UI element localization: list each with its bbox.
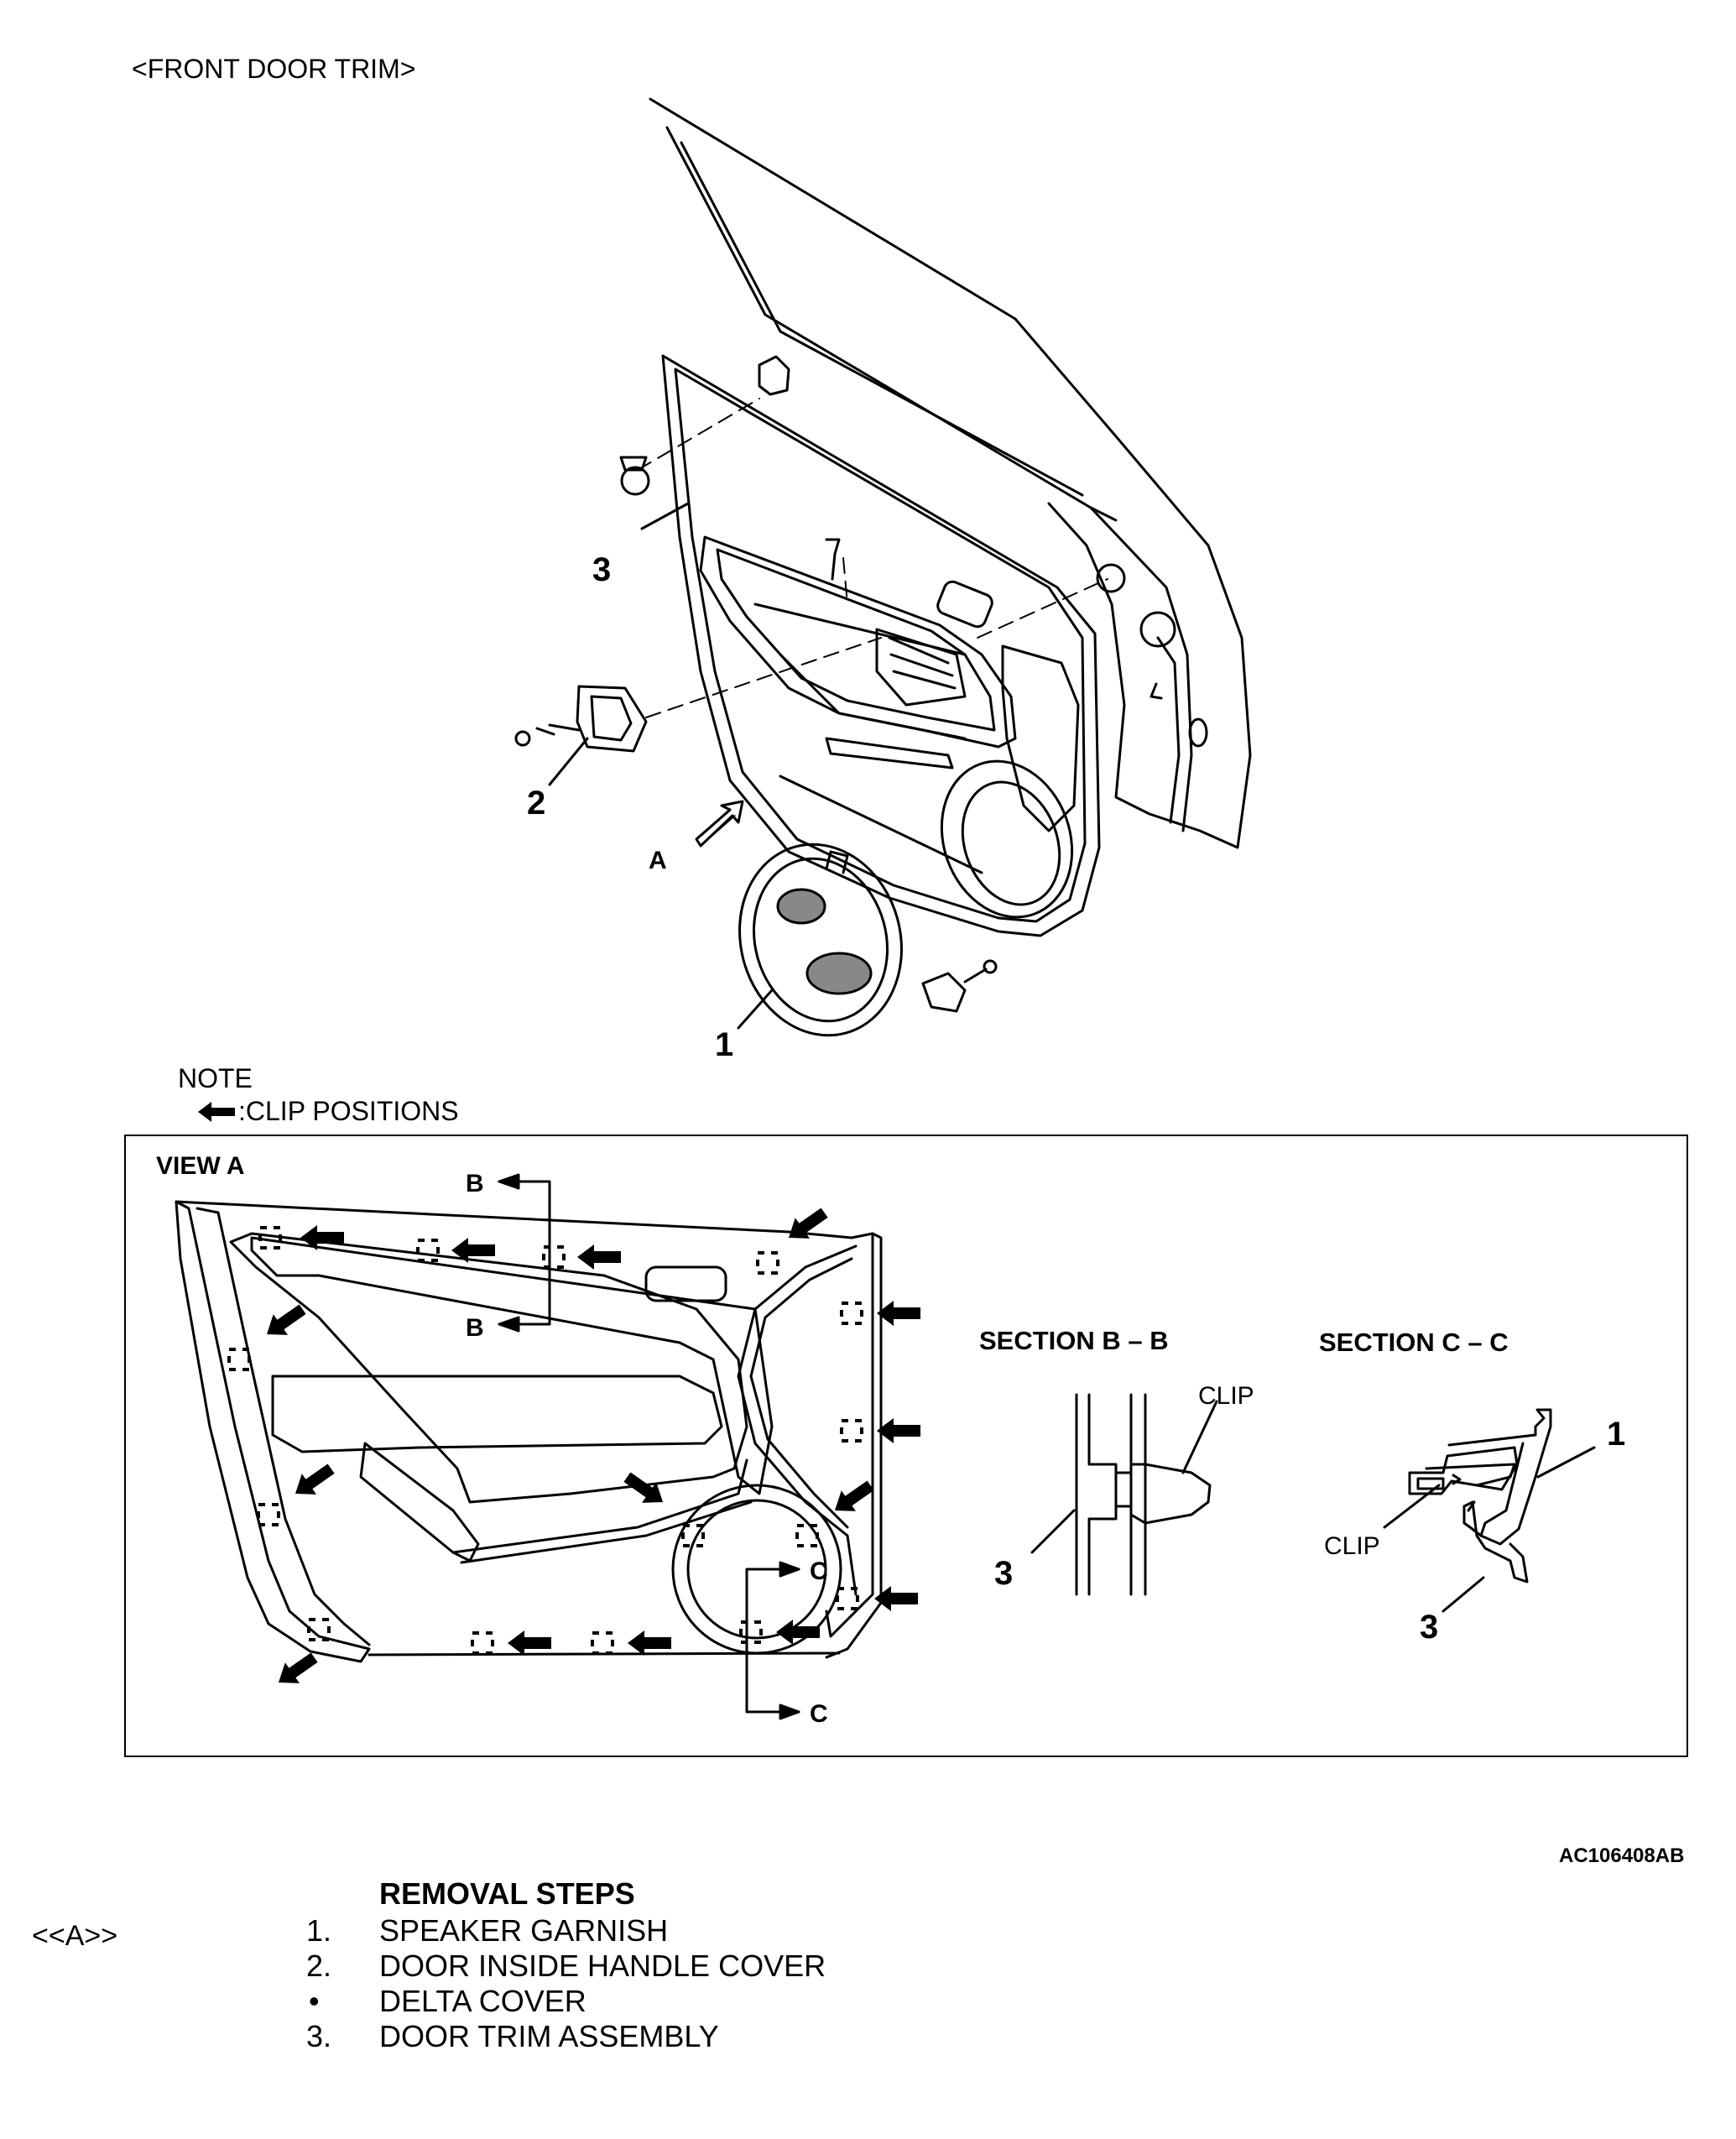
section-c-top-label: C (810, 1557, 828, 1585)
speaker-garnish-drawing (738, 843, 903, 1037)
section-c-bottom-label: C (810, 1700, 828, 1728)
note-legend: :CLIP POSITIONS (196, 1096, 459, 1127)
view-a-arrow-label: A (649, 847, 667, 874)
step-4-text: DOOR TRIM ASSEMBLY (379, 2019, 719, 2053)
bb-clip-label: CLIP (1198, 1382, 1254, 1410)
clip-arrow-icon (198, 1101, 235, 1122)
cc-clip-drawing (1425, 1463, 1516, 1487)
section-b-top-label: B (466, 1170, 484, 1197)
view-a-label: VIEW A (156, 1152, 245, 1180)
step-4-num: 3. (306, 2019, 332, 2053)
view-a-panel (124, 1135, 1688, 1757)
step-1-text: SPEAKER GARNISH (379, 1913, 669, 1948)
clip-top (758, 355, 790, 396)
service-point-ref: <<A>> (32, 1920, 118, 1952)
section-bb-title: SECTION B – B (979, 1326, 1169, 1355)
cc-part-3-callout: 3 (1420, 1609, 1438, 1646)
callout-1: 1 (715, 1026, 733, 1063)
note-legend-text: :CLIP POSITIONS (238, 1096, 459, 1126)
trim-panel-outline (661, 354, 1101, 937)
step-3-num: • (309, 1984, 320, 2018)
step-2-num: 2. (306, 1949, 332, 1983)
note-heading: NOTE (178, 1063, 253, 1093)
section-cc-title: SECTION C – C (1319, 1328, 1509, 1357)
view-a-speaker-ring (671, 1484, 842, 1655)
cc-clip-label: CLIP (1324, 1532, 1380, 1560)
removal-steps-heading: REMOVAL STEPS (379, 1876, 635, 1911)
callout-2: 2 (527, 785, 545, 822)
cc-part-1-callout: 1 (1607, 1416, 1625, 1453)
step-3-text: DELTA COVER (379, 1984, 586, 2018)
step-1-num: 1. (306, 1913, 332, 1948)
door-frame (649, 97, 1252, 849)
section-b-bottom-label: B (466, 1314, 484, 1342)
handle-cover-drawing (576, 685, 648, 753)
diagram-title: <FRONT DOOR TRIM> (132, 54, 416, 84)
callout-3: 3 (592, 551, 611, 588)
step-2-text: DOOR INSIDE HANDLE COVER (379, 1949, 826, 1983)
bb-part-3-callout: 3 (994, 1555, 1013, 1592)
bb-clip-drawing (1114, 1463, 1212, 1525)
figure-code: AC106408AB (1559, 1844, 1685, 1867)
exploded-door-illustration: 3 2 1 A (514, 97, 1252, 1063)
